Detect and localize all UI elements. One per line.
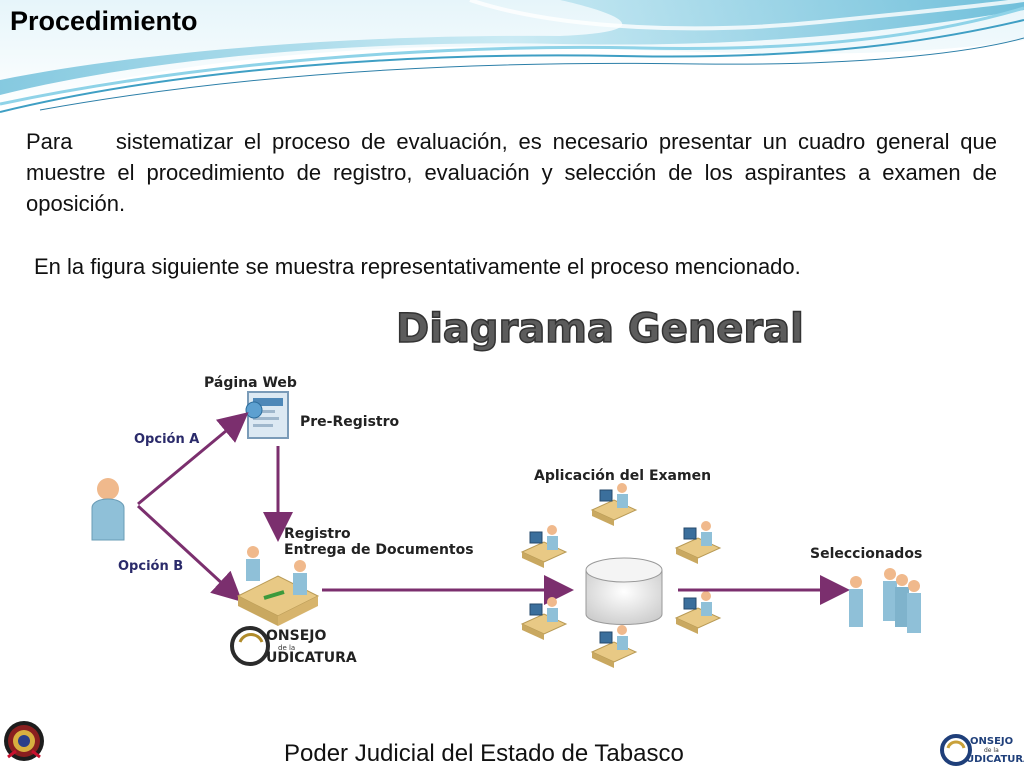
exam-workstation-icon [520, 597, 568, 640]
svg-text:de la: de la [984, 747, 999, 754]
exam-workstation-icon [520, 525, 568, 568]
figure-intro-paragraph: En la figura siguiente se muestra repres… [34, 254, 801, 279]
svg-text:UDICATURA: UDICATURA [266, 650, 357, 666]
diagram-title: Diagrama General [396, 306, 804, 352]
option-b-label: Opción B [118, 559, 183, 574]
exam-application-label: Aplicación del Examen [534, 468, 711, 484]
header-wave-decoration [0, 0, 1024, 113]
slide-title: Procedimiento [10, 6, 198, 36]
selected-label: Seleccionados [810, 546, 922, 562]
database-icon [585, 557, 663, 625]
exam-workstation-icon [590, 625, 638, 668]
svg-text:ONSEJO: ONSEJO [970, 736, 1013, 747]
intro-paragraph: Para sistematizar el proceso de evaluaci… [26, 129, 1004, 216]
footer-institution: Poder Judicial del Estado de Tabasco [284, 740, 684, 767]
svg-text:UDICATURA: UDICATURA [966, 754, 1024, 765]
registro-label: Registro [284, 526, 351, 542]
svg-text:de la: de la [278, 644, 295, 652]
svg-text:ONSEJO: ONSEJO [266, 628, 326, 644]
consejo-judicatura-logo: ONSEJO de la UDICATURA [230, 626, 357, 666]
pre-registro-label: Pre-Registro [300, 414, 399, 430]
web-page-icon [245, 391, 289, 439]
exam-workstation-icon [590, 483, 638, 526]
exam-workstation-icon [674, 591, 722, 634]
selected-candidates-icon [849, 568, 921, 633]
option-a-label: Opción A [134, 432, 199, 447]
applicant-icon [91, 478, 125, 541]
web-page-label: Página Web [204, 375, 297, 391]
general-diagram: Diagrama General Página Web Pre-Registro… [78, 296, 968, 692]
tsj-seal-icon [4, 721, 44, 761]
consejo-judicatura-footer-logo: ONSEJO de la UDICATURA [940, 734, 1024, 766]
registration-desk-icon [236, 546, 320, 626]
exam-workstation-icon [674, 521, 722, 564]
document-delivery-label: Entrega de Documentos [284, 542, 474, 558]
exam-workstation-icons [520, 483, 722, 668]
